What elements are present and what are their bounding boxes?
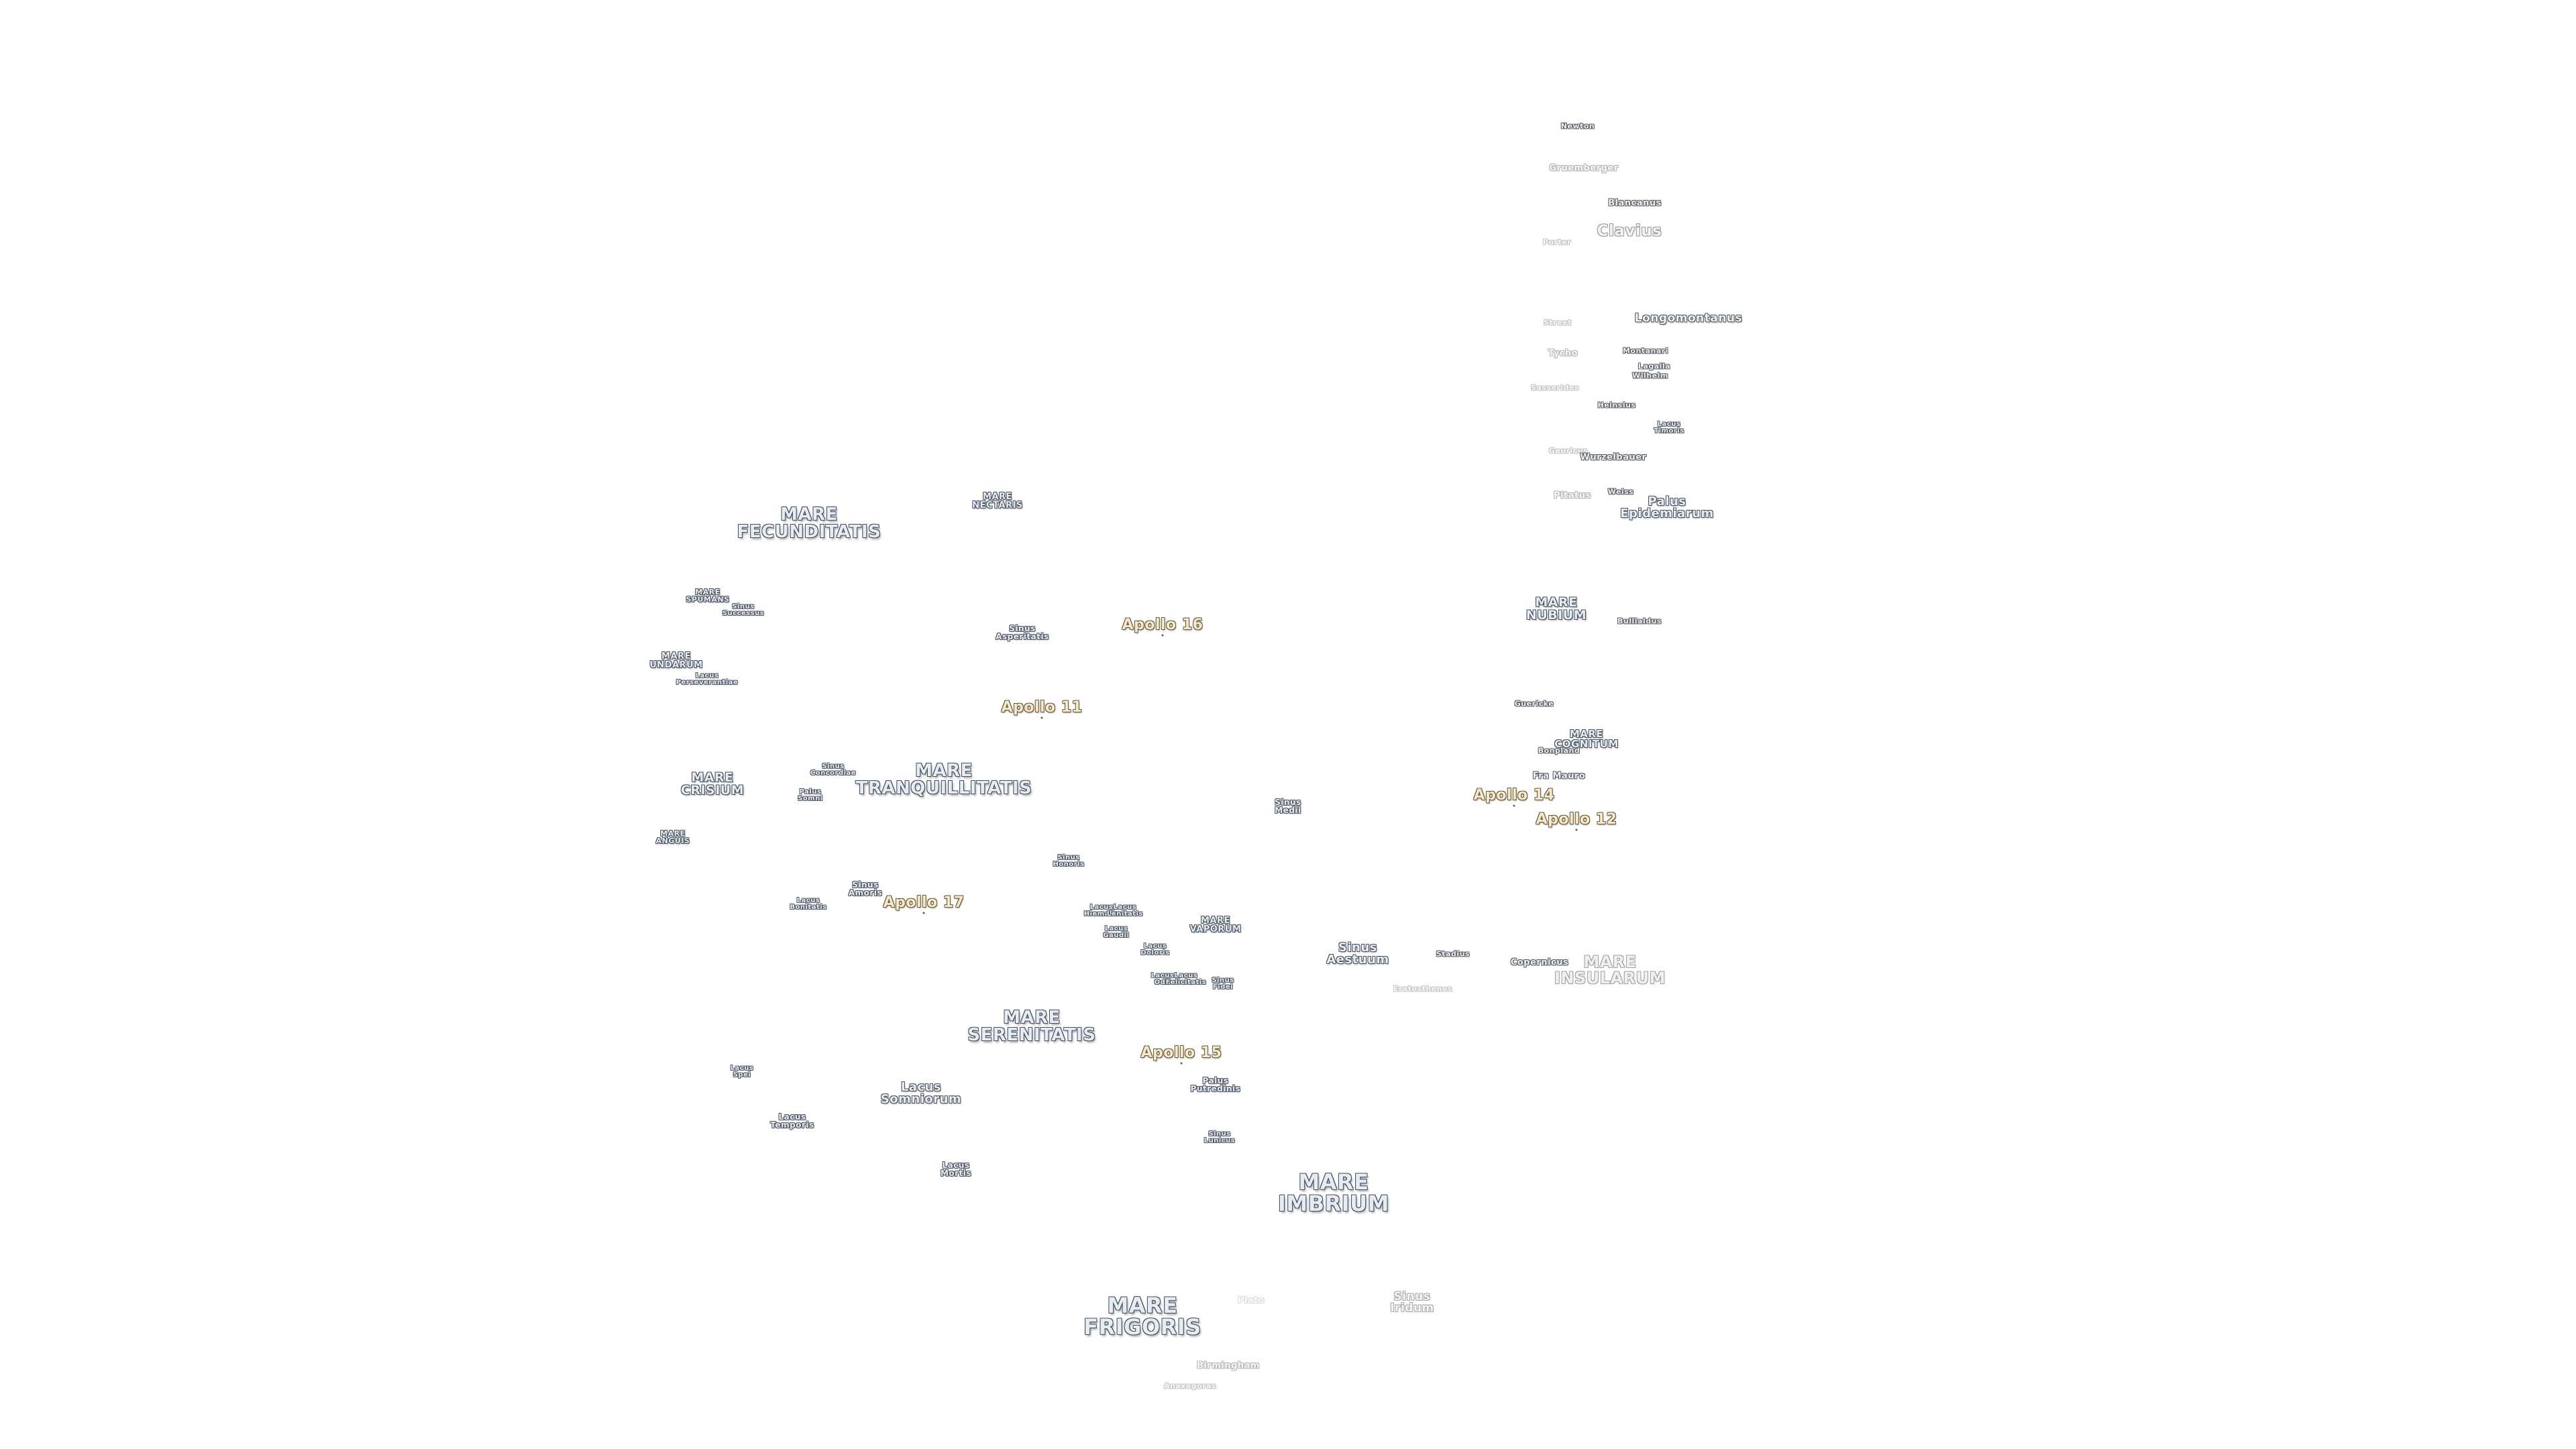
sinus-iridum-label: Sinus Iridum xyxy=(1390,1290,1434,1315)
lacus-temporis-label: Lacus Temporis xyxy=(770,1112,814,1130)
crater-newton-label: Newton xyxy=(1560,121,1595,131)
lacus-felicitatis-label: Lacus Felicitatis xyxy=(1165,972,1207,986)
lacus-somniorum-label: Lacus Somniorum xyxy=(880,1080,962,1106)
sinus-asperitatis-label: Sinus Asperitatis xyxy=(996,624,1049,641)
lacus-doloris-label: Lacus Doloris xyxy=(1140,943,1170,957)
lacus-timoris-label: Lacus Timoris xyxy=(1654,421,1684,435)
mare-anguis-label: MARE ANGUIS xyxy=(655,829,690,845)
mare-crisium-label: MARE CRISIUM xyxy=(680,770,745,798)
sinus-fidei-label: Sinus Fidei xyxy=(1212,977,1234,991)
apollo-11-label: Apollo 11 xyxy=(1001,699,1083,716)
mare-imbrium-label: MARE IMBRIUM xyxy=(1277,1169,1390,1216)
mare-fecunditatis-label: MARE FECUNDITATIS xyxy=(737,504,881,542)
crater-sasserides-label: Sasserides xyxy=(1531,383,1579,392)
lacus-hiemalis-label: Lacus Hiemalis xyxy=(1083,904,1120,918)
apollo-17-marker xyxy=(922,912,925,914)
crater-gauricus-label: Gauricus xyxy=(1548,446,1589,455)
apollo-16-label: Apollo 16 xyxy=(1122,616,1203,633)
crater-plato-label: Plato xyxy=(1237,1295,1265,1306)
apollo-12-marker xyxy=(1575,828,1578,831)
crater-montanari-label: Montanari xyxy=(1623,346,1668,356)
apollo-15-label: Apollo 15 xyxy=(1140,1044,1222,1061)
crater-copernicus-label: Copernicus xyxy=(1510,957,1569,968)
sinus-lunicus-label: Sinus Lunicus xyxy=(1203,1130,1236,1144)
mare-cognitum-label: MARE COGNITUM xyxy=(1554,728,1619,750)
crater-tycho-label: Tycho xyxy=(1548,348,1578,359)
apollo-11-marker xyxy=(1040,716,1043,719)
crater-birmingham-label: Birmingham xyxy=(1197,1360,1260,1371)
mare-nubium-label: MARE NUBIUM xyxy=(1525,595,1587,623)
crater-blancanus-label: Blancanus xyxy=(1608,198,1662,209)
crater-porter-label: Porter xyxy=(1542,237,1572,247)
palus-somni-label: Palus Somni xyxy=(798,788,823,802)
lacus-odii-label: Lacus Odii xyxy=(1150,972,1175,986)
crater-anaxagoras-label: Anaxagoras xyxy=(1163,1381,1217,1391)
lacus-gaudii-label: Lacus Gaudii xyxy=(1103,925,1130,939)
crater-weiss-label: Weiss xyxy=(1607,487,1634,496)
crater-gruemberger-label: Gruemberger xyxy=(1549,163,1619,174)
apollo-12-label: Apollo 12 xyxy=(1536,811,1617,828)
crater-longomontanus-label: Longomontanus xyxy=(1634,311,1743,325)
mare-serenitatis-label: MARE SERENITATIS xyxy=(967,1008,1096,1045)
apollo-17-label: Apollo 17 xyxy=(883,894,965,911)
sinus-honoris-label: Sinus Honoris xyxy=(1053,854,1085,868)
sinus-medii-label: Sinus Medii xyxy=(1275,798,1301,815)
crater-wilhelm-label: Wilhelm xyxy=(1632,371,1668,380)
sinus-successus-label: Sinus Successus xyxy=(722,603,765,617)
apollo-15-marker xyxy=(1180,1062,1183,1065)
crater-wurzelbauer-label: Wurzelbauer xyxy=(1580,452,1647,463)
mare-insularum-label: MARE INSULARUM xyxy=(1554,953,1666,987)
crater-guericke-label: Guericke xyxy=(1514,699,1554,708)
lacus-bonitatis-label: Lacus Bonitatis xyxy=(790,897,827,911)
apollo-14-marker xyxy=(1513,804,1515,807)
mare-undarum-label: MARE UNDARUM xyxy=(649,651,703,670)
crater-stadius-label: Stadius xyxy=(1436,949,1470,959)
crater-lagalla-label: Lagalla xyxy=(1638,362,1671,371)
crater-bonpland-label: Bonpland xyxy=(1538,746,1580,755)
crater-fra-mauro-label: Fra Mauro xyxy=(1532,771,1586,782)
mare-vaporum-label: MARE VAPORUM xyxy=(1189,916,1242,934)
sinus-concordiae-label: Sinus Concordiae xyxy=(810,763,857,777)
crater-street-label: Street xyxy=(1544,318,1572,327)
apollo-14-label: Apollo 14 xyxy=(1473,787,1555,804)
crater-eratosthenes-label: Eratosthenes xyxy=(1393,984,1453,994)
sinus-amoris-label: Sinus Amoris xyxy=(848,880,883,898)
crater-bullialdus-label: Bullialdus xyxy=(1617,616,1662,626)
lacus-lenitatis-label: Lacus Lenitatis xyxy=(1107,904,1143,918)
palus-epidemiarum-label: Palus Epidemiarum xyxy=(1620,494,1714,521)
lacus-perseverantiae-label: Lacus Perseverantiae xyxy=(676,672,739,686)
palus-putredinis-label: Palus Putredinis xyxy=(1190,1076,1241,1093)
mare-spumans-label: MARE SPUMANS xyxy=(686,588,730,604)
apollo-16-marker xyxy=(1161,634,1164,637)
crater-heinsius-label: Heinsius xyxy=(1597,400,1636,410)
crater-clavius-label: Clavius xyxy=(1597,222,1662,240)
mare-nectaris-label: MARE NECTARIS xyxy=(972,492,1023,511)
lacus-spei-label: Lacus Spei xyxy=(730,1065,754,1079)
sinus-aestuum-label: Sinus Aestuum xyxy=(1326,941,1389,967)
crater-pitatus-label: Pitatus xyxy=(1554,490,1591,501)
mare-frigoris-label: MARE FRIGORIS xyxy=(1083,1293,1201,1340)
mare-tranquillitatis-label: MARE TRANQUILLITATIS xyxy=(855,761,1032,798)
lacus-mortis-label: Lacus Mortis xyxy=(940,1161,972,1178)
